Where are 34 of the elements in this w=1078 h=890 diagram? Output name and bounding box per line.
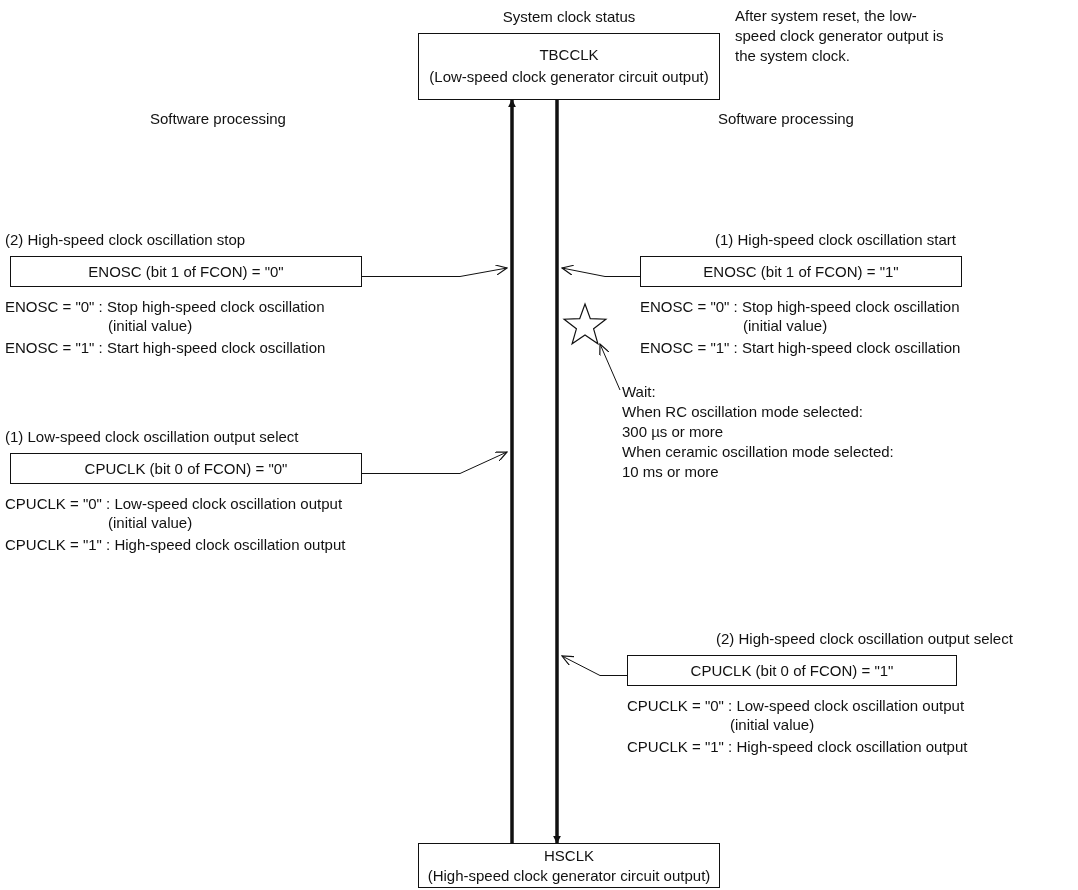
setting-note: CPUCLK = "1" : High-speed clock oscillation output [5, 535, 347, 554]
annotation-text: Software processing [718, 110, 854, 127]
register-setting-box: CPUCLK (bit 0 of FCON) = "0" [10, 453, 362, 484]
leader-arrow [561, 264, 641, 277]
leader-arrow [599, 343, 621, 391]
leader-arrow [361, 451, 508, 474]
heading-text: System clock status [501, 8, 637, 25]
step-heading: (2) High-speed clock oscillation stop [5, 231, 247, 248]
step-heading: (2) High-speed clock oscillation output select [716, 630, 1013, 647]
setting-note: ENOSC = "0" : Stop high-speed clock oscillation (initial value) [5, 297, 326, 335]
setting-note: CPUCLK = "0" : Low-speed clock oscillation output (initial value) [5, 494, 344, 532]
leader-arrow [561, 655, 628, 676]
step-heading: (1) High-speed clock oscillation start [715, 231, 957, 248]
register-setting-box: ENOSC (bit 1 of FCON) = "0" [10, 256, 362, 287]
arrow [553, 100, 561, 844]
wait-note: When ceramic oscillation mode selected: [622, 442, 895, 462]
annotation-text: After system reset, the low-speed clock generator output is the system clock. [735, 6, 945, 66]
leader-arrow [361, 264, 508, 277]
annotation-text: Software processing [150, 110, 286, 127]
wait-note: 10 ms or more [622, 462, 720, 482]
setting-note: ENOSC = "1" : Start high-speed clock oscillation [640, 338, 962, 357]
setting-note: CPUCLK = "1" : High-speed clock oscillation output [627, 737, 969, 756]
setting-note: ENOSC = "1" : Start high-speed clock oscillation [5, 338, 327, 357]
clock-box: TBCCLK (Low-speed clock generator circuit output) [418, 33, 720, 100]
wait-note: Wait: [622, 382, 657, 402]
wait-note: 300 µs or more [622, 422, 725, 442]
arrow [508, 99, 516, 843]
wait-note: When RC oscillation mode selected: [622, 402, 864, 422]
step-heading: (1) Low-speed clock oscillation output select [5, 428, 300, 445]
register-setting-box: ENOSC (bit 1 of FCON) = "1" [640, 256, 962, 287]
clock-box: HSCLK (High-speed clock generator circuit output) [418, 843, 720, 888]
setting-note: ENOSC = "0" : Stop high-speed clock oscillation (initial value) [640, 297, 961, 335]
register-setting-box: CPUCLK (bit 0 of FCON) = "1" [627, 655, 957, 686]
setting-note: CPUCLK = "0" : Low-speed clock oscillation output (initial value) [627, 696, 966, 734]
